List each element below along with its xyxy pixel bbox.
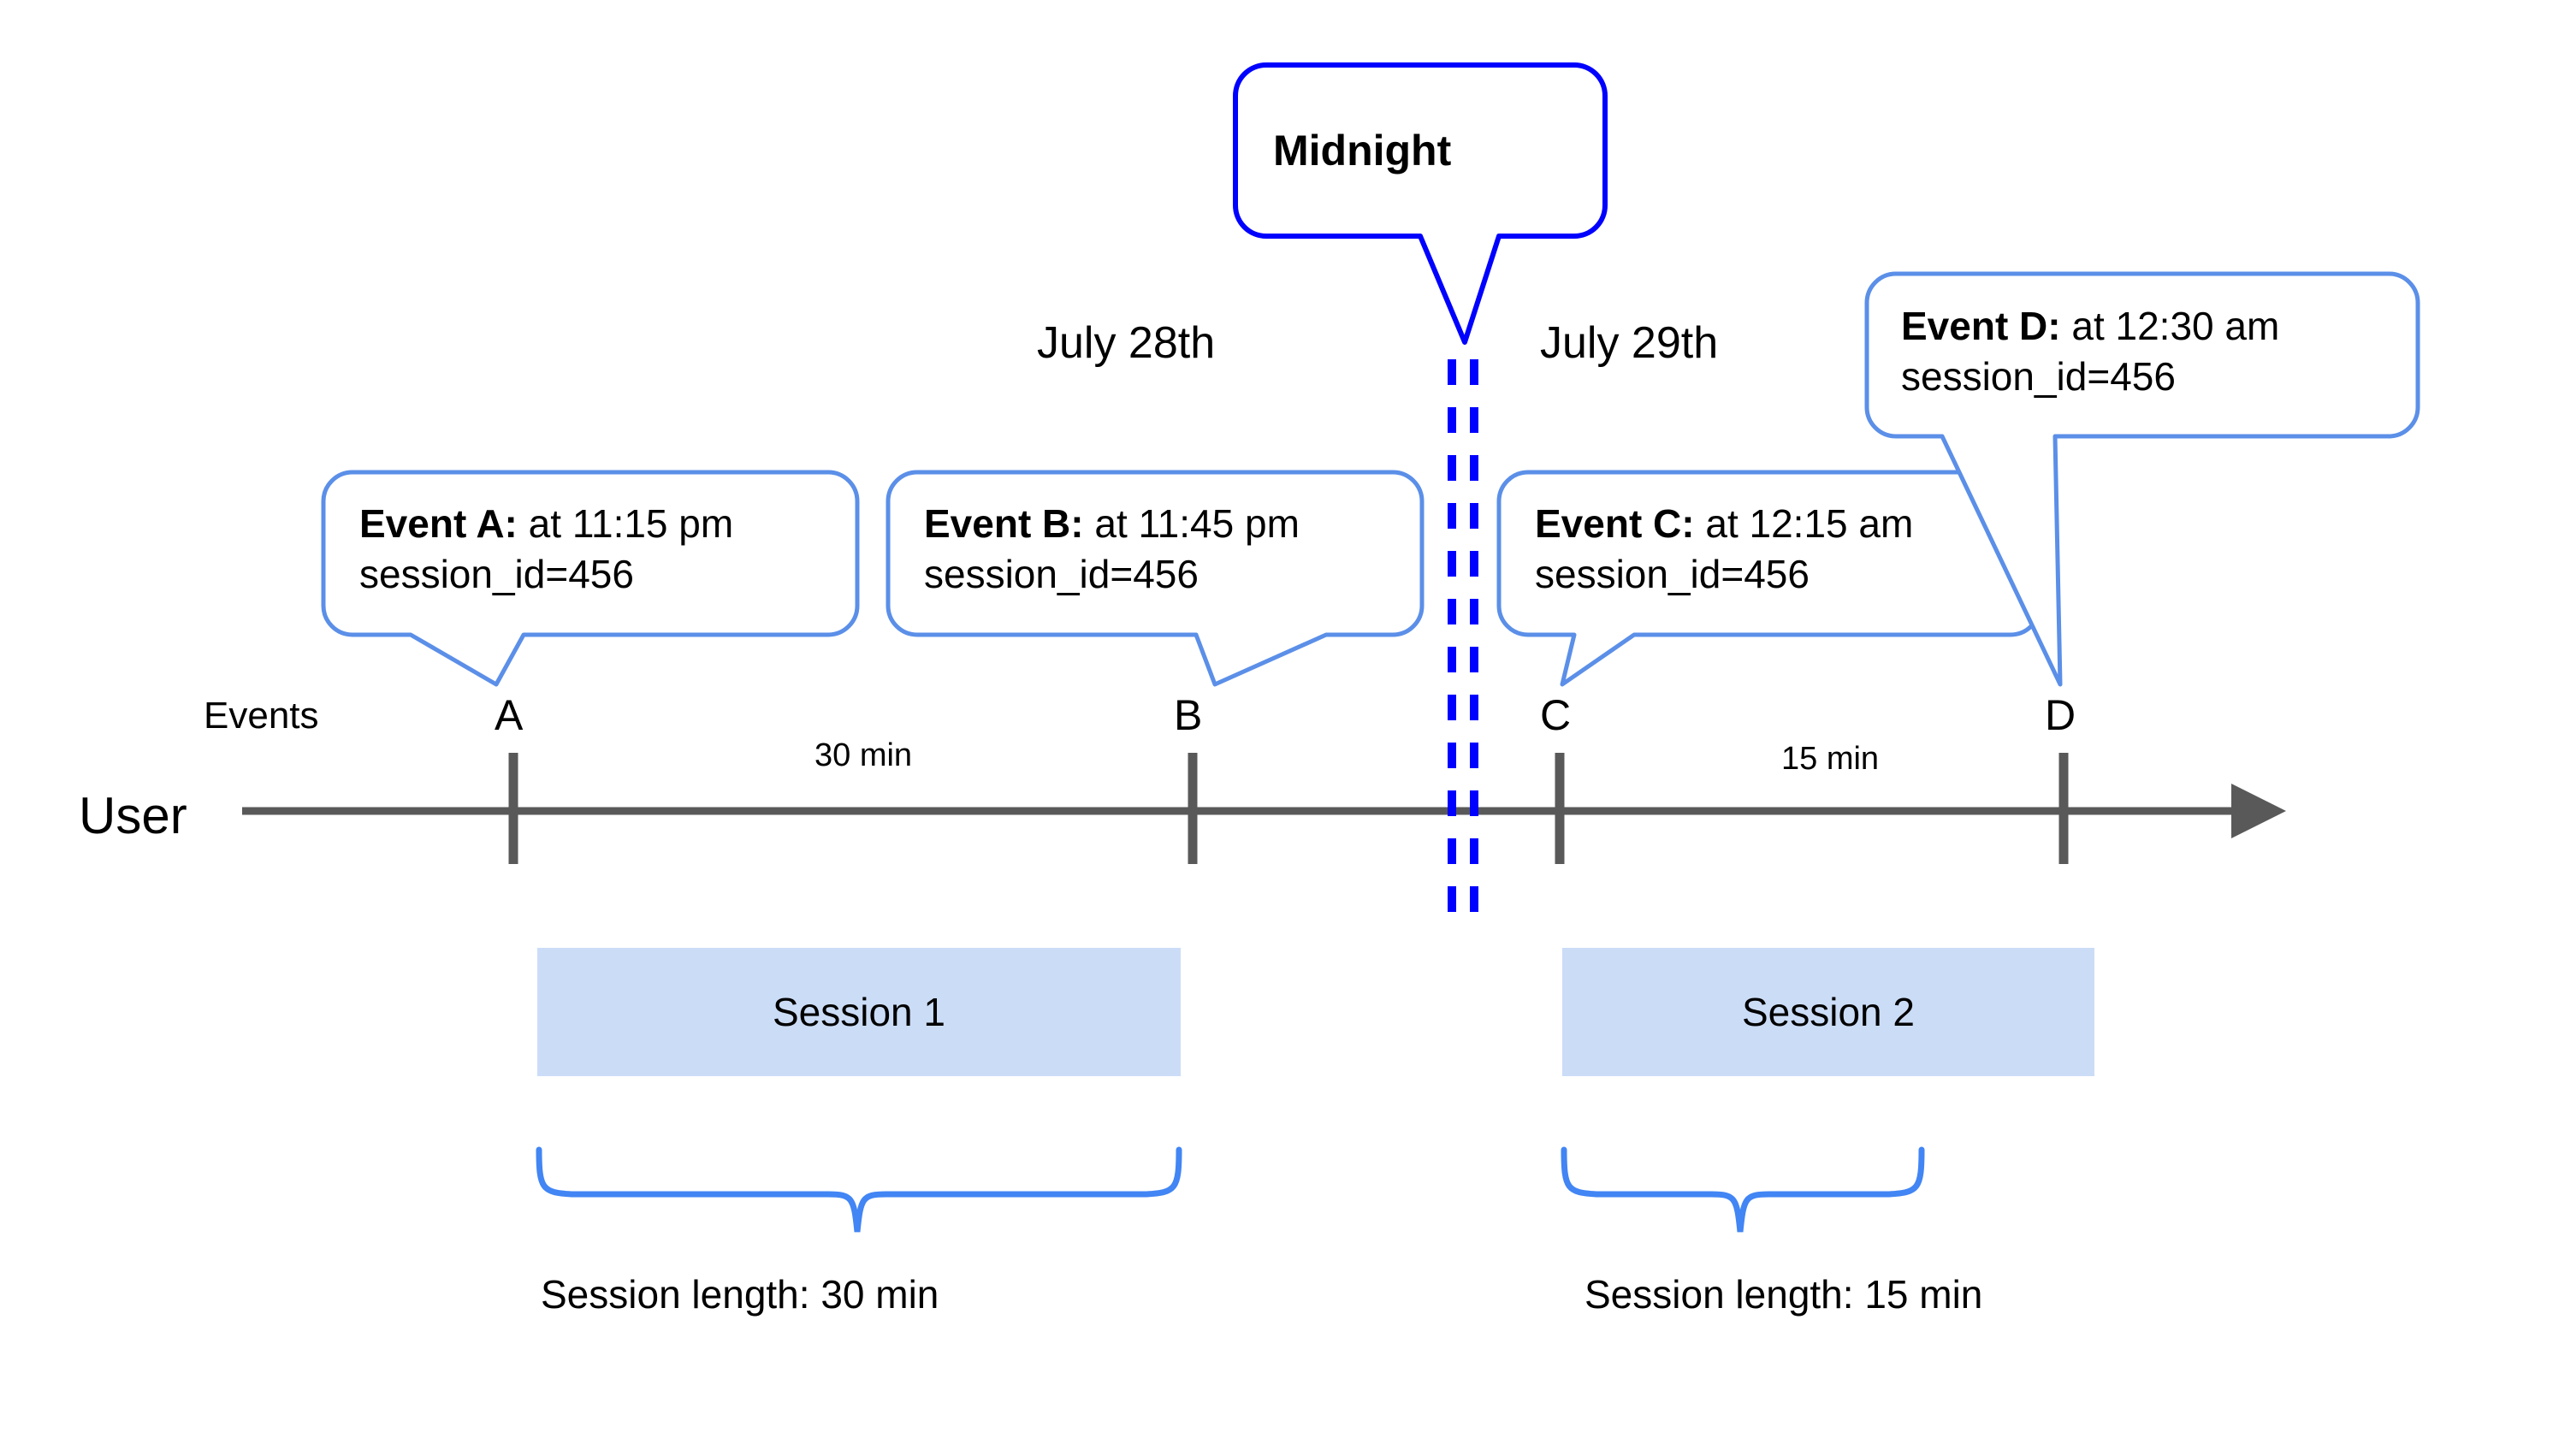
event-d-callout[interactable] <box>1864 271 2420 687</box>
event-c-name: Event C: <box>1535 501 1695 546</box>
marker-letter-c: C <box>1540 691 1572 739</box>
event-a-name: Event A: <box>359 501 518 546</box>
lane-label-events: Events <box>204 695 319 737</box>
timeline-axis-arrowhead <box>2231 784 2286 838</box>
session-2-brace <box>1561 1146 1925 1233</box>
event-c-time: at 12:15 am <box>1694 501 1914 546</box>
event-b-callout-text: Event B: at 11:45 pm session_id=456 <box>924 499 1300 600</box>
marker-letter-b: B <box>1174 691 1203 739</box>
date-label-july-29: July 29th <box>1540 318 1719 368</box>
event-c-session-id: session_id=456 <box>1535 551 1810 596</box>
event-a-callout-shape <box>321 470 860 687</box>
session-1-brace-path <box>536 1146 1182 1233</box>
event-b-time: at 11:45 pm <box>1083 501 1300 546</box>
event-tick-marks <box>508 753 2069 864</box>
midnight-callout-label: Midnight <box>1273 127 1452 175</box>
midnight-callout[interactable] <box>1233 62 1608 345</box>
event-b-session-id: session_id=456 <box>924 551 1199 596</box>
interval-label-15-min: 15 min <box>1781 741 1880 777</box>
session-2-brace-path <box>1561 1146 1925 1233</box>
session-2-length-label: Session length: 15 min <box>1585 1272 1983 1317</box>
marker-letter-a: A <box>495 691 524 739</box>
marker-letter-d: D <box>2045 691 2076 739</box>
session-2-bar-label: Session 2 <box>1741 990 1915 1034</box>
event-c-callout-text: Event C: at 12:15 am session_id=456 <box>1535 499 1913 600</box>
event-d-callout-text: Event D: at 12:30 am session_id=456 <box>1901 301 2279 402</box>
event-d-name: Event D: <box>1901 304 2061 348</box>
event-a-time: at 11:15 pm <box>517 501 734 546</box>
timeline-axis <box>242 784 2286 838</box>
lane-label-user: User <box>79 787 187 844</box>
event-d-callout-shape <box>1864 271 2420 687</box>
event-b-name: Event B: <box>924 501 1084 546</box>
midnight-divider <box>1448 359 1478 928</box>
event-b-callout[interactable] <box>886 470 1425 687</box>
session-2-bar[interactable]: Session 2 <box>1562 948 2094 1076</box>
date-label-july-28: July 28th <box>1037 318 1216 368</box>
midnight-callout-shape <box>1233 62 1608 345</box>
session-1-bar-label: Session 1 <box>772 990 945 1034</box>
interval-label-30-min: 30 min <box>814 737 913 773</box>
event-d-session-id: session_id=456 <box>1901 353 2176 399</box>
event-a-callout-text: Event A: at 11:15 pm session_id=456 <box>359 499 733 600</box>
event-a-session-id: session_id=456 <box>359 551 634 596</box>
session-1-length-label: Session length: 30 min <box>541 1272 939 1317</box>
session-1-bar[interactable]: Session 1 <box>537 948 1181 1076</box>
event-a-callout[interactable] <box>321 470 860 687</box>
session-1-brace <box>536 1146 1182 1233</box>
event-b-callout-shape <box>886 470 1425 687</box>
event-d-time: at 12:30 am <box>2060 304 2280 348</box>
